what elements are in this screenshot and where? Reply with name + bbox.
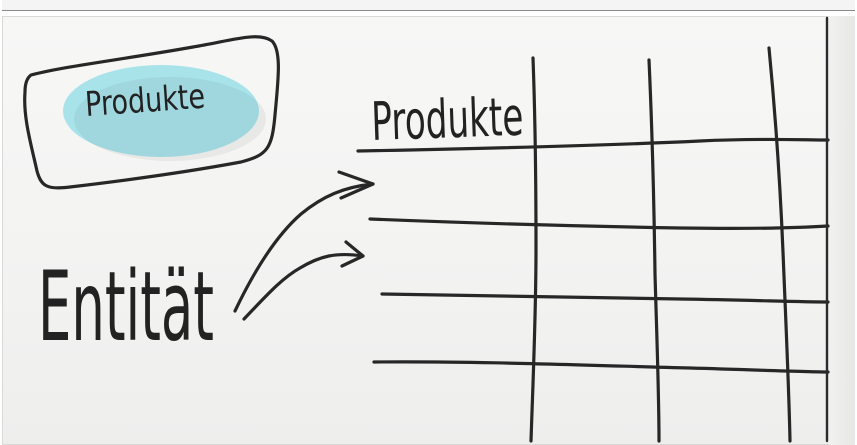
table-header-label: Produkte: [370, 87, 524, 153]
lower-arrow-head: [340, 240, 365, 268]
top-edge-strip: [2, 0, 855, 11]
table-column-line-1: [529, 56, 538, 443]
upper-arrow-head: [337, 170, 375, 200]
whiteboard-right-edge: [829, 16, 855, 445]
entity-card-label: Produkte: [84, 77, 206, 125]
entity-card-frame: [23, 35, 280, 190]
table-row-line-2: [368, 217, 830, 230]
upper-arrow-shaft: [233, 182, 375, 313]
sticky-note-shadow: [74, 77, 266, 161]
entity-label: Entität: [38, 251, 214, 363]
table-column-line-2: [647, 58, 661, 443]
table-row-line-3: [380, 292, 830, 304]
lower-arrow-shaft: [242, 252, 365, 321]
sticky-note-oval: [63, 65, 259, 157]
table-row-line-1: [356, 137, 830, 153]
table-row-line-4: [372, 360, 830, 374]
table-column-line-3: [767, 46, 792, 443]
